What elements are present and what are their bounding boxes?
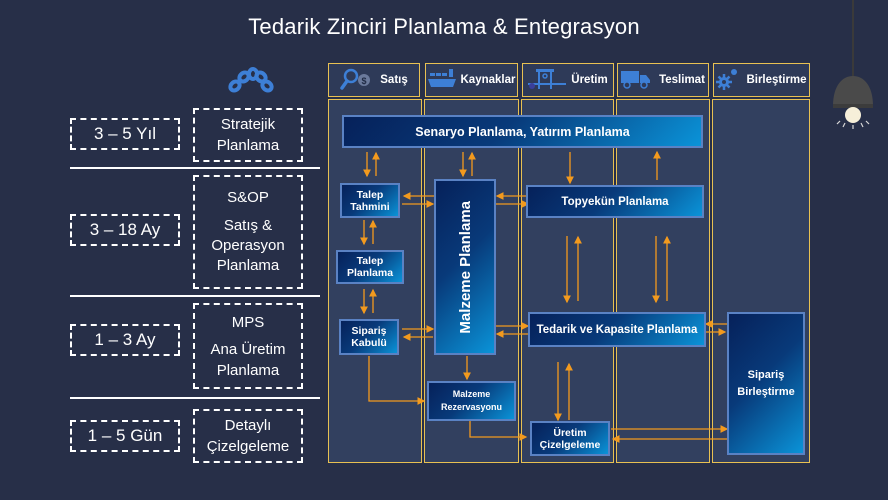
box-label-line: Sipariş (351, 325, 387, 337)
box-label-line: Üretim (553, 426, 587, 439)
column-header-label: Üretim (571, 74, 608, 86)
search-money-icon: $ (340, 67, 372, 94)
column-header-uretim: Üretim (522, 63, 614, 97)
column-header-label: Birleştirme (746, 74, 807, 86)
box-label-line: Rezervasyonu (440, 402, 503, 412)
cargo-ship-icon (427, 68, 456, 92)
box-malzeme-rezervasyonu: Malzeme Rezervasyonu (427, 381, 516, 421)
box-label-line: Birleştirme (737, 385, 795, 398)
box-label-line: Çizelgeleme (539, 438, 601, 451)
box-label-line: Malzeme (452, 388, 491, 399)
planning-level-scheduling: Detaylı Çizelgeleme (193, 409, 303, 463)
box-senaryo-planlama: Senaryo Planlama, Yatırım Planlama (342, 115, 703, 148)
planning-level-sop: S&OP Satış & Operasyon Planlama (193, 175, 303, 289)
planning-level-mps: MPS Ana Üretim Planlama (193, 303, 303, 389)
planning-level-line: Planlama (216, 361, 280, 379)
box-label-line: Talep (356, 255, 384, 267)
hanging-lamp-icon (828, 0, 878, 130)
planning-level-line: Satış & (223, 216, 273, 234)
column-header-label: Kaynaklar (460, 74, 516, 86)
box-label-line: Tahmini (350, 200, 390, 213)
arrow (469, 420, 528, 441)
column-header-label: Satış (380, 74, 408, 86)
column-header-kaynaklar: Kaynaklar (425, 63, 518, 97)
box-uretim-cizelgeleme: Üretim Çizelgeleme (530, 421, 610, 456)
box-label-line: Planlama (346, 267, 394, 279)
planning-level-strategic: Stratejik Planlama (193, 108, 303, 162)
page-title: Tedarik Zinciri Planlama & Entegrasyon (248, 14, 640, 39)
box-talep-planlama: Talep Planlama (336, 250, 404, 284)
box-siparis-birlestirme: Sipariş Birleştirme (727, 312, 805, 455)
divider (70, 167, 320, 169)
planning-level-line: Planlama (216, 257, 280, 275)
chain-link-icon (226, 64, 274, 94)
planning-level-line: Operasyon (211, 237, 285, 254)
column-header-satis: $ Satış (328, 63, 420, 97)
column-header-birlestirme: Birleştirme (713, 63, 810, 97)
divider (70, 295, 320, 297)
timeframe-badge: 3 – 18 Ay (70, 214, 180, 246)
box-topyekun-planlama: Topyekün Planlama (526, 185, 704, 218)
box-label-line: Sipariş (747, 369, 785, 381)
timeframe-badge: 3 – 5 Yıl (70, 118, 180, 150)
divider (70, 397, 320, 399)
planning-level-line: S&OP (227, 188, 269, 206)
arrow (368, 356, 426, 405)
box-label-line: Kabulü (351, 337, 387, 349)
planning-level-line: Çizelgeleme (206, 438, 290, 455)
column-header-teslimat: Teslimat (617, 63, 709, 97)
planning-level-line: Planlama (216, 137, 280, 154)
timeframe-badge: 1 – 3 Ay (70, 324, 180, 356)
timeframe-badge: 1 – 5 Gün (70, 420, 180, 452)
box-tedarik-kapasite-planlama: Tedarik ve Kapasite Planlama (528, 312, 706, 347)
planning-level-line: Ana Üretim (210, 340, 286, 358)
planning-level-line: MPS (231, 313, 265, 331)
column-body-teslimat (616, 99, 710, 463)
factory-crane-icon (528, 67, 567, 94)
box-malzeme-planlama: Malzeme Planlama (434, 179, 496, 355)
truck-icon (621, 69, 651, 92)
planning-level-line: Stratejik (220, 116, 276, 133)
planning-level-line: Detaylı (224, 417, 272, 434)
box-label: Malzeme Planlama (456, 200, 474, 334)
column-header-label: Teslimat (659, 74, 705, 86)
svg-text:$: $ (362, 76, 367, 86)
box-talep-tahmini: Talep Tahmini (340, 183, 400, 218)
box-siparis-kabulu: Sipariş Kabulü (339, 319, 399, 355)
gears-icon (716, 68, 738, 93)
box-label-line: Talep (356, 188, 384, 201)
